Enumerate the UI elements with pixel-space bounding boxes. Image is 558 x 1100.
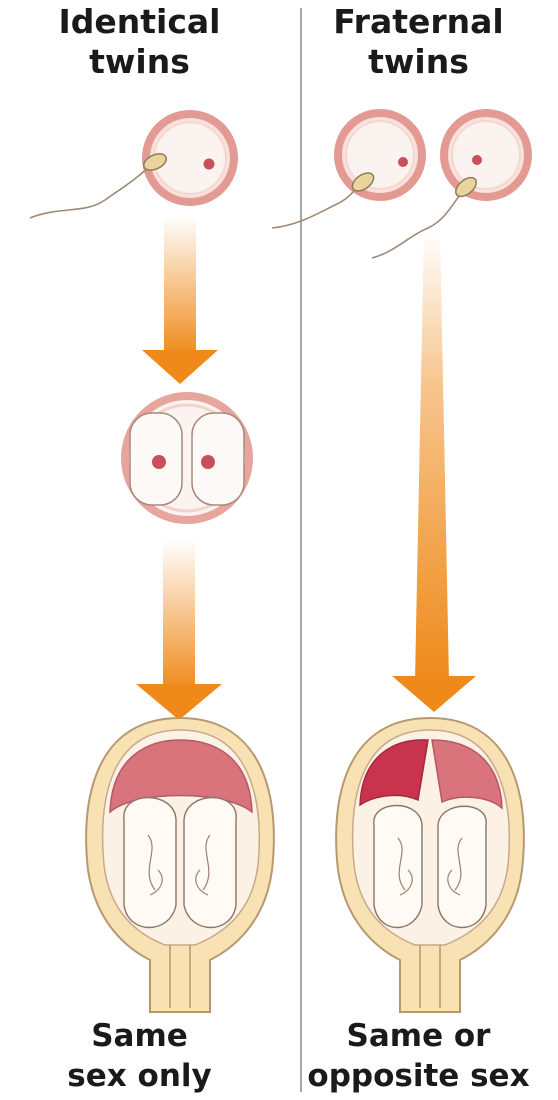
nucleus-icon: [152, 455, 166, 469]
identical-caption-line-2: sex only: [0, 1056, 279, 1096]
nucleus-icon: [201, 455, 215, 469]
egg-cell-icon: [444, 113, 528, 197]
nucleus-icon: [204, 159, 215, 170]
nucleus-icon: [398, 157, 408, 167]
uterus-identical-icon: [86, 718, 274, 1012]
uterus-fraternal-icon: [336, 718, 524, 1012]
sperm-icon: [272, 169, 377, 228]
fraternal-caption: Same or opposite sex: [279, 1016, 558, 1096]
nucleus-icon: [472, 155, 482, 165]
down-arrow-icon: [136, 540, 222, 720]
down-arrow-icon: [142, 215, 218, 384]
identical-caption: Same sex only: [0, 1016, 279, 1096]
sperm-icon: [30, 151, 169, 218]
fraternal-caption-line-1: Same or: [279, 1016, 558, 1056]
identical-caption-line-1: Same: [0, 1016, 279, 1056]
fraternal-caption-line-2: opposite sex: [279, 1056, 558, 1096]
down-arrow-icon: [392, 230, 476, 712]
dividing-cell-icon: [125, 396, 249, 520]
egg-cell-icon: [338, 113, 422, 197]
